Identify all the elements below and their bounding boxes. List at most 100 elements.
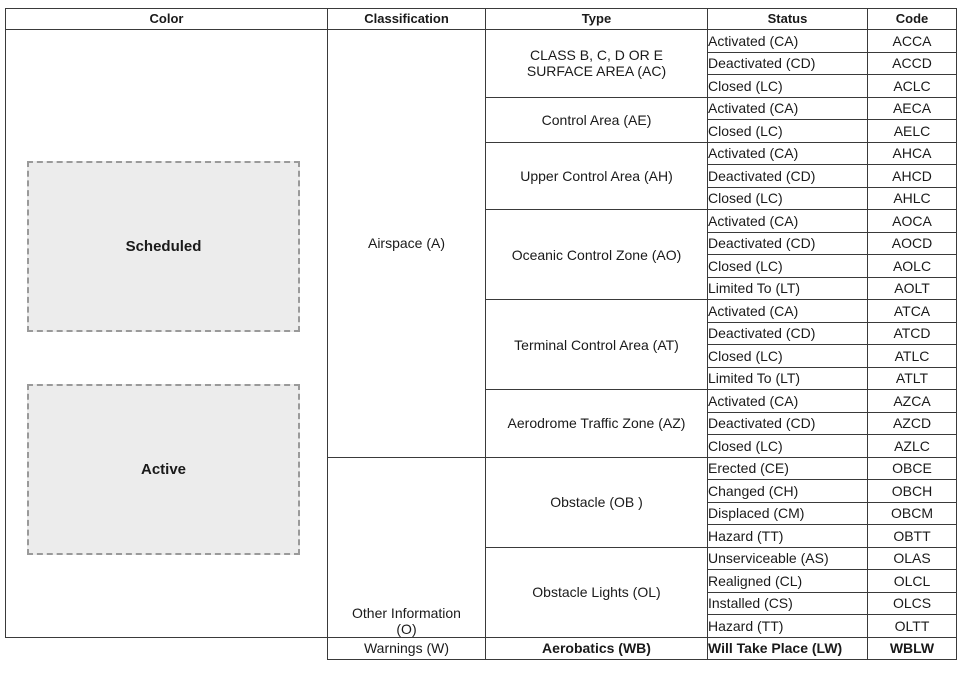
status-cell: Realigned (CL) [707, 569, 868, 593]
scheduled-swatch: Scheduled [27, 161, 300, 332]
code-cell: OLAS [867, 546, 957, 570]
code-cell: AZCA [867, 389, 957, 413]
classification-warnings: Warnings (W) [327, 636, 486, 660]
header-classification: Classification [327, 8, 486, 30]
status-cell: Activated (CA) [707, 209, 868, 233]
status-cell: Closed (LC) [707, 74, 868, 98]
table-row: Deactivated (CD) AZCD [6, 411, 957, 435]
table-row: Closed (LC) AZLC [6, 434, 957, 458]
status-cell: Deactivated (CD) [707, 231, 868, 255]
table-row: Installed (CS) OLCS [6, 591, 957, 615]
table-row: Upper Control Area (AH) Activated (CA) A… [6, 141, 957, 210]
code-cell: ATLT [867, 366, 957, 390]
table-row: Scheduled Active Airspace (A) CLASS B, C… [5, 29, 957, 638]
header-color: Color [5, 8, 328, 30]
status-cell: Deactivated (CD) [707, 51, 868, 75]
status-cell: Closed (LC) [707, 119, 868, 143]
code-cell: ACCA [867, 29, 957, 53]
table-row: Control Area (AE) Activated (CA) AECA [6, 96, 957, 143]
code-cell: AOCD [867, 231, 957, 255]
code-cell: ATCD [867, 321, 957, 345]
code-cell: AELC [867, 119, 957, 143]
status-cell: Limited To (LT) [707, 366, 868, 390]
status-cell: Changed (CH) [707, 479, 868, 503]
header-code: Code [867, 8, 957, 30]
code-cell: OLCS [867, 591, 957, 615]
status-cell: Closed (LC) [707, 344, 868, 368]
status-cell: Activated (CA) [707, 141, 868, 165]
type-az: Aerodrome Traffic Zone (AZ) [485, 389, 708, 458]
type-ah: Upper Control Area (AH) [485, 141, 708, 210]
code-cell: AZCD [867, 411, 957, 435]
status-cell: Closed (LC) [707, 254, 868, 278]
type-ae: Control Area (AE) [485, 96, 708, 143]
status-cell: Installed (CS) [707, 591, 868, 615]
header-status: Status [707, 8, 868, 30]
table-row: Deactivated (CD) AHCD [6, 164, 957, 188]
active-swatch: Active [27, 384, 300, 555]
code-cell: ATLC [867, 344, 957, 368]
status-cell: Activated (CA) [707, 389, 868, 413]
code-cell: AOLT [867, 276, 957, 300]
code-cell: OBCE [867, 456, 957, 480]
code-cell: ACCD [867, 51, 957, 75]
table-row: Obstacle Lights (OL) Unserviceable (AS) … [6, 546, 957, 638]
type-wb: Aerobatics (WB) [485, 636, 708, 660]
status-cell: Erected (CE) [707, 456, 868, 480]
table-row: Displaced (CM) OBCM [6, 501, 957, 525]
table-row: Oceanic Control Zone (AO) Activated (CA)… [6, 209, 957, 300]
status-cell: Deactivated (CD) [707, 164, 868, 188]
color-empty-cell [5, 636, 328, 660]
table-row: Hazard (TT) OLTT [6, 614, 957, 638]
code-cell: AOLC [867, 254, 957, 278]
code-cell: AHCD [867, 164, 957, 188]
type-ac: CLASS B, C, D OR E SURFACE AREA (AC) [485, 29, 708, 98]
code-cell: AHCA [867, 141, 957, 165]
code-cell: AZLC [867, 434, 957, 458]
table-row: Deactivated (CD) ATCD [6, 321, 957, 345]
code-cell: AHLC [867, 186, 957, 210]
status-cell: Closed (LC) [707, 186, 868, 210]
type-ao: Oceanic Control Zone (AO) [485, 209, 708, 300]
status-cell: Hazard (TT) [707, 524, 868, 548]
code-cell: ATCA [867, 299, 957, 323]
type-ol: Obstacle Lights (OL) [485, 546, 708, 638]
header-type: Type [485, 8, 708, 30]
status-cell: Will Take Place (LW) [707, 636, 868, 660]
table-row: Limited To (LT) AOLT [6, 276, 957, 300]
table-row: Closed (LC) AHLC [6, 186, 957, 210]
code-cell: ACLC [867, 74, 957, 98]
code-cell: OBCM [867, 501, 957, 525]
status-cell: Displaced (CM) [707, 501, 868, 525]
code-cell: AECA [867, 96, 957, 120]
status-cell: Limited To (LT) [707, 276, 868, 300]
code-cell: WBLW [867, 636, 957, 660]
code-cell: OBCH [867, 479, 957, 503]
status-cell: Deactivated (CD) [707, 411, 868, 435]
table-row: Hazard (TT) OBTT [6, 524, 957, 548]
active-label: Active [140, 460, 187, 478]
color-column: Scheduled Active [5, 29, 328, 638]
header-row: Color Classification Type Status Code [5, 8, 957, 30]
table-row: Terminal Control Area (AT) Activated (CA… [6, 299, 957, 390]
status-cell: Activated (CA) [707, 29, 868, 53]
table-row: Closed (LC) AELC [6, 119, 957, 143]
table-row: Limited To (LT) ATLT [6, 366, 957, 390]
type-at: Terminal Control Area (AT) [485, 299, 708, 390]
type-ob: Obstacle (OB ) [485, 456, 708, 548]
code-cell: OBTT [867, 524, 957, 548]
table-row: Closed (LC) ATLC [6, 344, 957, 368]
notam-code-table: Color Classification Type Status Code Sc… [5, 8, 957, 660]
table-row: Deactivated (CD) ACCD [6, 51, 957, 75]
status-cell: Activated (CA) [707, 299, 868, 323]
code-cell: AOCA [867, 209, 957, 233]
table-row: Changed (CH) OBCH [6, 479, 957, 503]
status-cell: Activated (CA) [707, 96, 868, 120]
table-row: Deactivated (CD) AOCD [6, 231, 957, 255]
status-cell: Hazard (TT) [707, 614, 868, 638]
classification-other: Other Information (O) [327, 456, 486, 638]
code-cell: OLTT [867, 614, 957, 638]
table-row: Warnings (W) Aerobatics (WB) Will Take P… [5, 636, 957, 660]
code-cell: OLCL [867, 569, 957, 593]
status-cell: Closed (LC) [707, 434, 868, 458]
